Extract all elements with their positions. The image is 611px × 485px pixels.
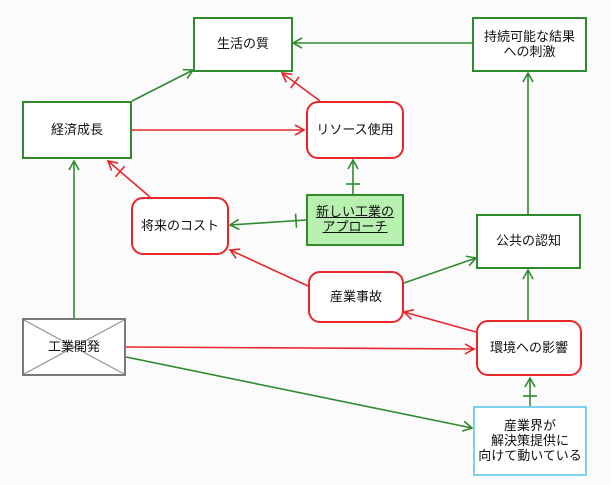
arrowhead-icon bbox=[68, 159, 80, 171]
edge-line bbox=[403, 257, 477, 284]
edge-line bbox=[403, 311, 477, 333]
edge-industrial_accidents-to-public_awareness bbox=[403, 255, 478, 284]
edge-environmental_impact-to-public_awareness bbox=[522, 268, 534, 320]
node-future-cost-label: 将来のコスト bbox=[140, 218, 219, 234]
edge-new_industry_approach-to-future_cost bbox=[228, 213, 307, 231]
node-economic-growth[interactable]: 経済成長 bbox=[22, 101, 132, 159]
node-public-awareness[interactable]: 公共の認知 bbox=[476, 214, 581, 269]
node-resource-use[interactable]: リソース使用 bbox=[306, 101, 404, 159]
edge-industrial_accidents-to-future_cost bbox=[228, 248, 309, 287]
node-environmental-impact[interactable]: 環境への影響 bbox=[476, 320, 582, 376]
node-industry-working[interactable]: 産業界が 解決策提供に 向けて動いている bbox=[473, 406, 587, 476]
edge-sustainable_stimulus-to-quality_of_life bbox=[291, 37, 472, 49]
node-industrial-development-label: 工業開発 bbox=[47, 339, 100, 355]
node-new-industry-approach-label: 新しい工業の アプローチ bbox=[315, 205, 394, 235]
edge-industrial_development-to-environmental_impact bbox=[125, 343, 476, 355]
edge-line bbox=[131, 69, 194, 102]
node-industry-working-label: 産業界が 解決策提供に 向けて動いている bbox=[478, 418, 582, 464]
edge-economic_growth-to-resource_use bbox=[132, 124, 306, 136]
edge-line bbox=[107, 160, 151, 198]
edge-line bbox=[125, 346, 475, 350]
edge-line bbox=[281, 72, 321, 102]
arrowhead-icon bbox=[522, 268, 534, 280]
arrowhead-icon bbox=[347, 158, 359, 170]
edge-environmental_impact-to-industrial_accidents bbox=[402, 308, 477, 333]
edge-line bbox=[229, 219, 307, 226]
node-industrial-accidents-label: 産業事故 bbox=[329, 289, 382, 305]
node-quality-of-life[interactable]: 生活の質 bbox=[193, 17, 293, 72]
node-quality-of-life-label: 生活の質 bbox=[216, 37, 269, 52]
arrowhead-icon bbox=[522, 71, 534, 83]
negative-bar-icon bbox=[290, 76, 300, 89]
edge-future_cost-to-economic_growth bbox=[106, 159, 151, 198]
arrowhead-icon bbox=[524, 376, 536, 388]
node-future-cost[interactable]: 将来のコスト bbox=[131, 197, 229, 255]
node-sustainable-stimulus-label: 持続可能な結果 への刺激 bbox=[483, 29, 575, 60]
negative-bar-icon bbox=[114, 165, 126, 178]
arrowhead-icon bbox=[280, 72, 293, 83]
node-resource-use-label: リソース使用 bbox=[316, 122, 394, 138]
tee-marker-icon bbox=[294, 213, 298, 228]
arrowhead-icon bbox=[106, 159, 119, 171]
node-industrial-accidents[interactable]: 産業事故 bbox=[308, 271, 404, 323]
arrowhead-icon bbox=[294, 124, 306, 136]
edge-industrial_development-to-economic_growth bbox=[68, 159, 80, 318]
edge-economic_growth-to-quality_of_life bbox=[131, 68, 195, 102]
edge-industry_working-to-environmental_impact bbox=[523, 376, 537, 406]
arrowhead-icon bbox=[291, 37, 303, 49]
node-industrial-development[interactable]: 工業開発 bbox=[22, 318, 126, 376]
arrowhead-icon bbox=[461, 420, 474, 432]
edge-line bbox=[125, 356, 473, 429]
node-public-awareness-label: 公共の認知 bbox=[495, 234, 561, 249]
edge-industrial_development-to-industry_working bbox=[125, 356, 474, 432]
node-sustainable-stimulus[interactable]: 持続可能な結果 への刺激 bbox=[472, 17, 587, 72]
edge-public_awareness-to-sustainable_stimulus bbox=[522, 71, 534, 214]
node-new-industry-approach[interactable]: 新しい工業の アプローチ bbox=[306, 194, 404, 246]
arrowhead-icon bbox=[228, 248, 241, 259]
cross-icon bbox=[24, 320, 124, 374]
node-environmental-impact-label: 環境への影響 bbox=[489, 340, 568, 356]
arrowhead-icon bbox=[402, 308, 415, 320]
edge-line bbox=[229, 249, 309, 287]
edge-resource_use-to-quality_of_life bbox=[280, 72, 321, 102]
node-economic-growth-label: 経済成長 bbox=[50, 122, 103, 138]
edge-new_industry_approach-to-resource_use bbox=[346, 158, 360, 194]
arrowhead-icon bbox=[464, 343, 476, 355]
arrowhead-icon bbox=[228, 218, 240, 231]
